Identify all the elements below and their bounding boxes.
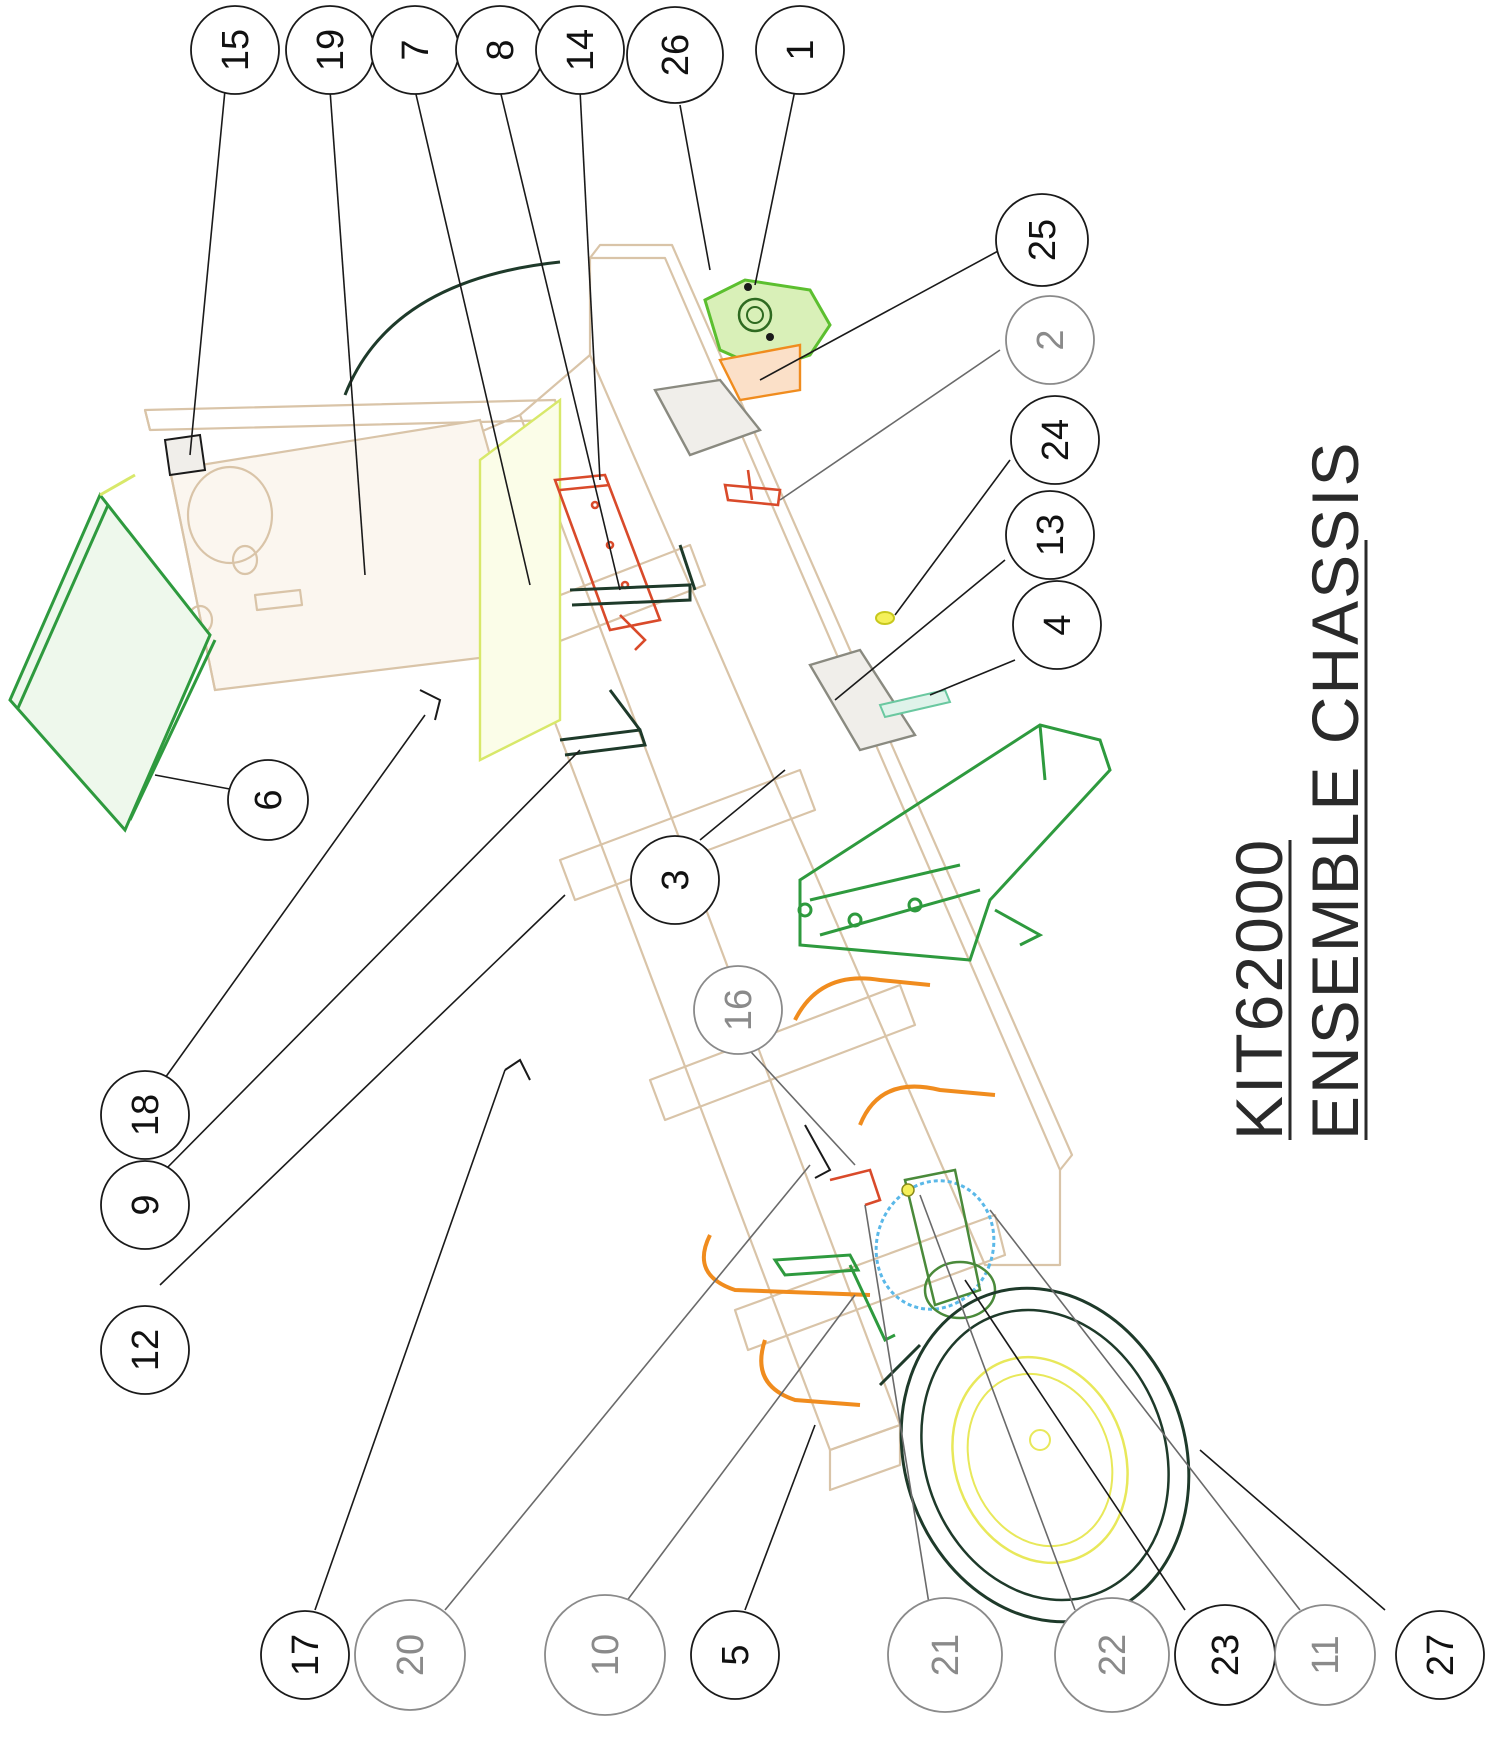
svg-text:3: 3	[655, 869, 697, 890]
svg-text:16: 16	[718, 989, 760, 1031]
svg-text:15: 15	[215, 29, 257, 71]
bracket-10	[772, 1168, 896, 1343]
svg-text:23: 23	[1205, 1634, 1247, 1676]
callout-5: 5	[690, 1610, 780, 1700]
svg-text:14: 14	[560, 29, 602, 71]
callout-21: 21	[887, 1597, 1003, 1713]
title-block: KIT62000 ENSEMBLE CHASSIS	[1222, 440, 1372, 1140]
callout-11: 11	[1274, 1604, 1376, 1706]
svg-text:20: 20	[390, 1634, 432, 1676]
callout-22: 22	[1054, 1597, 1170, 1713]
callout-18: 18	[100, 1070, 190, 1160]
svg-text:19: 19	[310, 29, 352, 71]
svg-text:5: 5	[715, 1644, 757, 1665]
callout-27: 27	[1395, 1610, 1485, 1700]
svg-text:13: 13	[1030, 514, 1072, 556]
callout-6: 6	[227, 759, 309, 841]
callout-13: 13	[1005, 490, 1095, 580]
callout-10: 10	[544, 1594, 666, 1716]
gearbox-26	[703, 278, 832, 402]
svg-text:12: 12	[125, 1329, 167, 1371]
svg-text:10: 10	[585, 1634, 627, 1676]
callout-20: 20	[354, 1599, 466, 1711]
svg-text:4: 4	[1037, 614, 1079, 635]
orange-hoops	[701, 976, 996, 1407]
title-line-2: ENSEMBLE CHASSIS	[1298, 440, 1372, 1140]
callout-3: 3	[630, 835, 720, 925]
callout-2: 2	[1005, 295, 1095, 385]
callout-7: 7	[370, 5, 460, 95]
svg-text:2: 2	[1030, 329, 1072, 350]
svg-text:11: 11	[1305, 1635, 1347, 1674]
panel-7	[478, 397, 562, 762]
svg-text:9: 9	[125, 1194, 167, 1215]
plate-6	[8, 473, 217, 833]
callout-12: 12	[100, 1305, 190, 1395]
callout-4: 4	[1012, 580, 1102, 670]
callout-26: 26	[626, 6, 724, 104]
leader-lines	[154, 89, 1386, 1611]
callout-16: 16	[693, 965, 783, 1055]
svg-text:22: 22	[1092, 1634, 1134, 1676]
title-line-1: KIT62000	[1222, 838, 1296, 1140]
rear-wheel-arc	[343, 260, 561, 396]
svg-text:27: 27	[1420, 1634, 1462, 1676]
callout-1: 1	[755, 5, 845, 95]
main-frame	[143, 243, 1074, 1492]
callout-14: 14	[535, 5, 625, 95]
callout-balloons: 15 19 7 8 14 26 1 25	[100, 5, 1485, 1716]
svg-text:24: 24	[1035, 419, 1077, 461]
svg-text:6: 6	[248, 789, 290, 810]
svg-text:7: 7	[395, 39, 437, 60]
callout-17: 17	[260, 1610, 350, 1700]
svg-text:18: 18	[125, 1094, 167, 1136]
svg-text:26: 26	[655, 34, 697, 76]
svg-text:25: 25	[1022, 219, 1064, 261]
svg-text:21: 21	[925, 1634, 967, 1676]
callout-25: 25	[995, 193, 1089, 287]
channel-14	[559, 544, 697, 757]
callout-9: 9	[100, 1160, 190, 1250]
small-parts-24-4	[875, 611, 952, 719]
hitch-assembly	[797, 723, 1112, 962]
callout-8: 8	[455, 5, 545, 95]
callout-15: 15	[190, 5, 280, 95]
callout-23: 23	[1174, 1604, 1276, 1706]
callout-19: 19	[285, 5, 375, 95]
callout-24: 24	[1010, 395, 1100, 485]
chassis-drawing	[8, 243, 1191, 1624]
svg-text:17: 17	[285, 1634, 327, 1676]
hub-sprocket	[874, 1168, 997, 1320]
svg-text:8: 8	[480, 39, 522, 60]
mount-brackets	[653, 378, 917, 752]
svg-text:1: 1	[780, 39, 822, 60]
pins	[163, 433, 832, 1179]
